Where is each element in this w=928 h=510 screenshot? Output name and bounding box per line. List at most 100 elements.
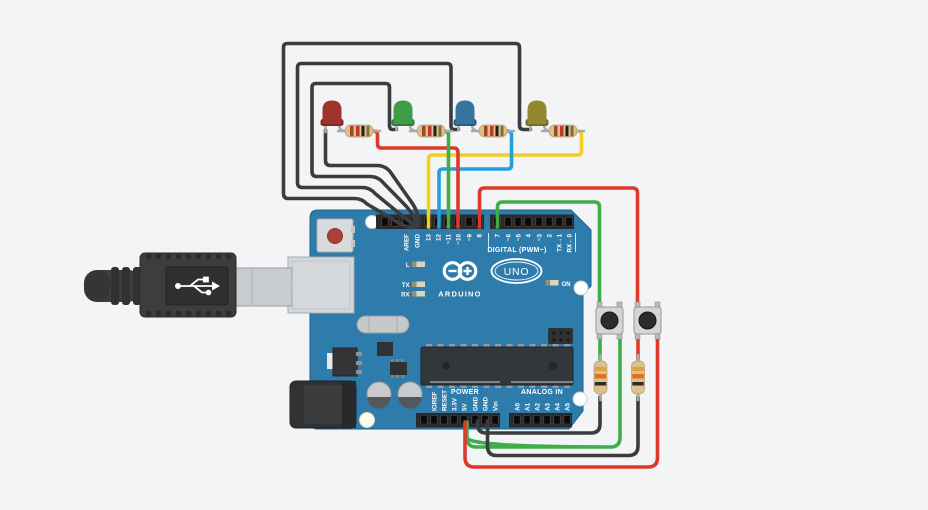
wire-black-led3-gnd[interactable] <box>295 61 461 229</box>
usb-trident-icon <box>175 276 220 296</box>
analog-pin-labels: A0 A1 A2 A3 A4 A5 <box>515 402 572 411</box>
usb-cable[interactable] <box>84 252 293 318</box>
pin-label-a2: A2 <box>535 402 542 411</box>
power-pin-labels: IOREF RESET 3.3V 5V GND GND Vin <box>432 390 500 411</box>
power-section-label: POWER <box>451 389 479 396</box>
resistor-led-green[interactable] <box>408 123 454 139</box>
arduino-uno-board[interactable]: AREF GND 13 12 ~11 ~10 ~9 8 7 ~6 ~5 4 ~3… <box>287 209 592 430</box>
digital-pin-labels-left: AREF GND 13 12 ~11 ~10 ~9 8 <box>404 234 484 252</box>
pushbutton-2[interactable] <box>633 301 662 340</box>
led-yellow[interactable] <box>525 100 555 133</box>
wire-black-led1-gnd[interactable] <box>323 128 420 229</box>
pin-label-12: 12 <box>436 234 443 242</box>
pin-label-a5: A5 <box>565 402 572 411</box>
led-blue-bulb[interactable] <box>455 100 475 125</box>
power-jack <box>289 380 357 429</box>
pin-label-a1: A1 <box>525 402 532 411</box>
pin-label-8: 8 <box>477 234 484 238</box>
mounting-hole <box>573 280 589 296</box>
pin-label-13: 13 <box>426 234 433 242</box>
usb-cable-rib <box>122 267 130 305</box>
pin-label-aref: AREF <box>404 234 411 251</box>
digital-header-right[interactable] <box>490 214 574 230</box>
wires <box>281 41 660 469</box>
wire-red-pin8-button2[interactable] <box>477 186 640 307</box>
label-divider-lines <box>488 233 576 252</box>
usb-cable-rib <box>111 267 119 305</box>
tx-led-dark <box>412 281 417 287</box>
pin-label-gnd1: GND <box>473 397 480 411</box>
chip-small <box>377 342 393 356</box>
pin-label-5v: 5V <box>462 402 469 411</box>
atmega-ic <box>420 344 574 388</box>
pin-label-3v3: 3.3V <box>452 397 459 411</box>
pin-label-gnd2: GND <box>483 397 490 411</box>
arduino-logo <box>442 261 478 281</box>
builtin-led <box>412 261 425 267</box>
on-led-label: ON <box>562 282 571 288</box>
pin-label-ioref: IOREF <box>432 392 439 411</box>
pin-label-tx1: TX→1 <box>557 234 564 252</box>
led-blue[interactable] <box>453 100 483 133</box>
tx-led-label: TX <box>402 283 410 289</box>
pulldown-resistor-1[interactable] <box>592 353 609 402</box>
digital-pin-labels-right: 7 ~6 ~5 4 ~3 2 TX→1 RX←0 <box>495 234 574 253</box>
usb-socket <box>287 256 355 314</box>
reset-button-cap[interactable] <box>327 228 343 244</box>
led-green[interactable] <box>391 100 421 133</box>
reset-button[interactable] <box>316 218 355 253</box>
led-green-bulb[interactable] <box>393 100 413 125</box>
wire-black-led2-gnd[interactable] <box>310 81 418 229</box>
chip-tiny <box>390 359 407 378</box>
pin-label-9: ~9 <box>467 234 474 242</box>
led-red-bulb[interactable] <box>322 100 342 125</box>
pin-label-2: 2 <box>547 234 554 238</box>
wire-green-5v-button1[interactable] <box>465 332 622 449</box>
arduino-wordmark: ARDUINO <box>438 290 481 299</box>
pin-label-a0: A0 <box>515 402 522 411</box>
pin-label-rx0: RX←0 <box>567 234 574 253</box>
rx-led <box>412 291 425 297</box>
usb-cable-rib <box>133 267 141 305</box>
pin-label-4: 4 <box>526 234 533 238</box>
on-led-dark <box>545 280 550 286</box>
usb-cable-tip <box>84 270 110 302</box>
analog-header[interactable] <box>509 413 572 428</box>
pin-label-6: ~6 <box>506 234 513 242</box>
mounting-hole <box>359 412 375 428</box>
resistor-led-blue[interactable] <box>470 123 516 139</box>
digital-header-label: DIGITAL (PWM~) <box>487 247 546 254</box>
analog-section-label: ANALOG IN <box>521 389 563 396</box>
pushbutton-1[interactable] <box>595 301 624 340</box>
wire-black-led4-gnd[interactable] <box>281 41 533 230</box>
pin-label-a4: A4 <box>555 402 562 411</box>
wire-black-r2pulldown-gnd[interactable] <box>485 395 640 458</box>
led-yellow-bulb[interactable] <box>527 100 547 125</box>
pin-label-10: ~10 <box>456 234 463 245</box>
wire-green-pin7-button1[interactable] <box>495 200 602 307</box>
capacitor <box>366 381 392 409</box>
builtin-led-label: L <box>406 263 410 269</box>
pin-label-a3: A3 <box>545 402 552 411</box>
wire-red-5v-button2[interactable] <box>463 332 660 469</box>
pin-label-reset: RESET <box>442 390 449 411</box>
builtin-led-dark <box>412 261 417 267</box>
rx-led-dark <box>412 291 417 297</box>
resistor-led-red[interactable] <box>336 123 382 139</box>
tx-led <box>412 281 425 287</box>
uno-label: UNO <box>504 266 530 278</box>
pin-label-5: ~5 <box>516 234 523 242</box>
capacitor <box>397 381 423 409</box>
resistor-led-yellow[interactable] <box>540 123 586 139</box>
mounting-hole <box>572 391 588 407</box>
led-red[interactable] <box>320 100 350 134</box>
onboard-leds: L TX RX ON <box>401 261 571 299</box>
rx-led-label: RX <box>401 293 409 299</box>
pulldown-resistor-2[interactable] <box>630 353 646 402</box>
wire-black-r1pulldown-gnd[interactable] <box>475 395 602 435</box>
pin-label-11: ~11 <box>446 234 453 245</box>
pin-label-3: ~3 <box>537 234 544 242</box>
on-led <box>545 280 559 286</box>
